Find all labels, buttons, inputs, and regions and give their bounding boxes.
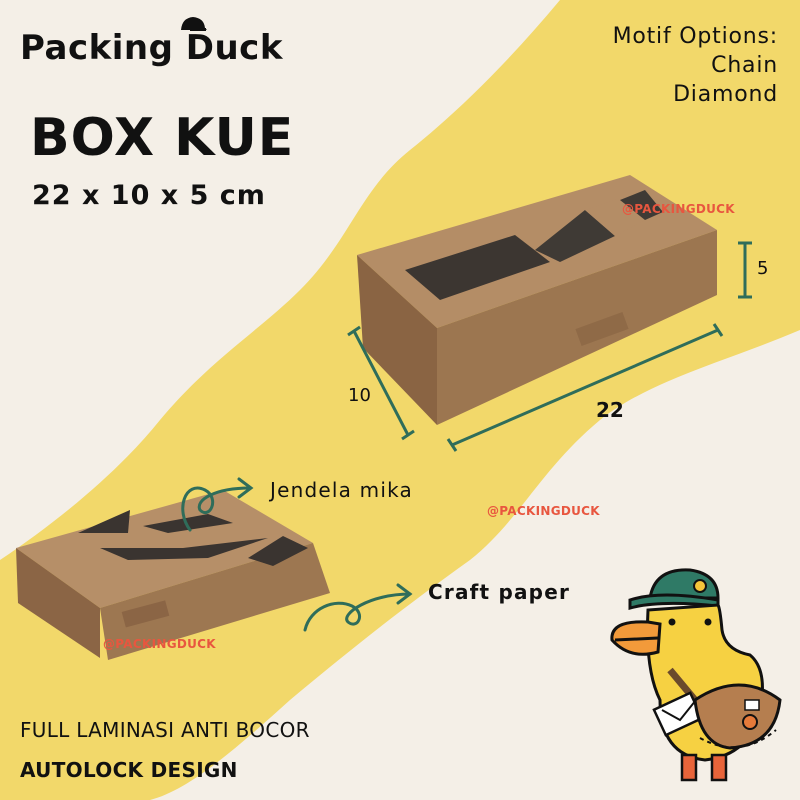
motif-option-chain: Chain <box>711 53 778 78</box>
dimension-lines <box>347 241 752 452</box>
duck-hat-icon <box>181 17 207 31</box>
dimension-length-label: 22 <box>596 398 624 422</box>
feature-autolock: AUTOLOCK DESIGN <box>20 758 238 782</box>
curly-arrow-icon <box>181 477 254 532</box>
watermark-top: @PACKINGDUCK <box>622 202 735 216</box>
curly-arrow-icon <box>303 583 413 632</box>
motif-options: Motif Options: Chain Diamond <box>613 22 778 109</box>
watermark-middle: @PACKINGDUCK <box>487 504 600 518</box>
product-title: BOX KUE <box>30 108 295 168</box>
watermark-bottom: @PACKINGDUCK <box>103 637 216 651</box>
callout-material: Craft paper <box>428 580 571 604</box>
duck-mascot <box>610 568 782 782</box>
box-diamond-photo <box>357 175 717 425</box>
dimension-width-label: 10 <box>348 385 371 406</box>
product-size: 22 x 10 x 5 cm <box>32 180 266 211</box>
callout-window: Jendela mika <box>270 478 413 502</box>
brand-logo: Packing Duck <box>20 28 283 68</box>
box-chain-photo <box>16 490 330 660</box>
dimension-height-label: 5 <box>757 258 769 279</box>
motif-option-diamond: Diamond <box>673 82 778 107</box>
feature-lamination: FULL LAMINASI ANTI BOCOR <box>20 718 310 742</box>
motif-heading: Motif Options: <box>612 24 778 49</box>
